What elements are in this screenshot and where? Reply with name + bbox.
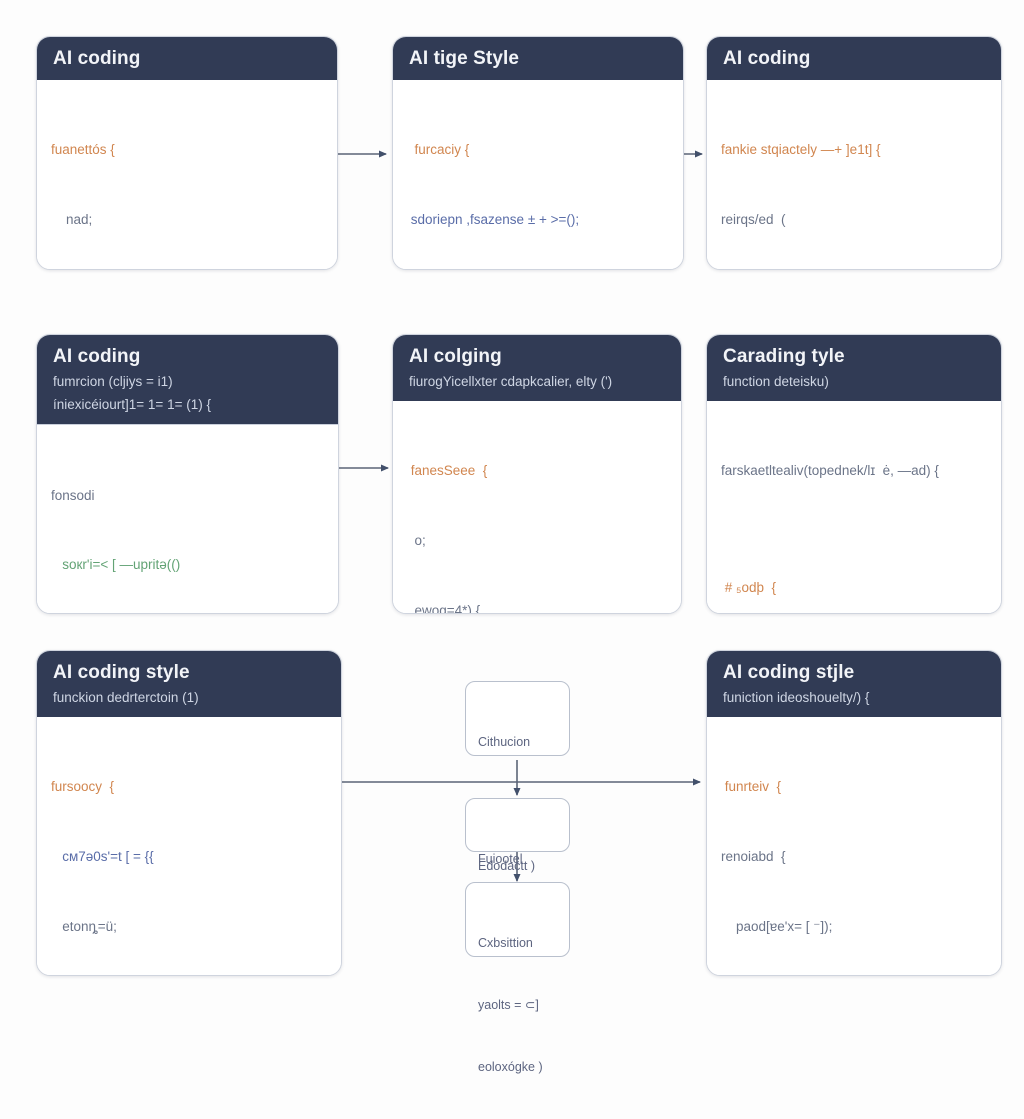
mini-node-line: Edodactt ) <box>478 859 535 873</box>
card-title: AI colging <box>409 346 502 367</box>
card-header: AI coding <box>37 37 337 80</box>
card-r2c3[interactable]: Carading tyle function deteisku) farskae… <box>706 334 1002 614</box>
card-body: furcaciy { sdoriepn ,fsazense ± + >=(); … <box>393 79 683 269</box>
card-body: farskaetltealiv(topednek/lɪ ė, —ad) { # … <box>707 401 1001 613</box>
code-block: fursoocy { cм7ə0s'=t [ = {{ etonȵ=ü; 'ɓ … <box>51 729 327 975</box>
mini-node-line: Fuiootel <box>478 852 523 867</box>
card-r1c2[interactable]: AI tige Style furcaciy { sdoriepn ,fsaze… <box>392 36 684 270</box>
code-line: renoiabd { <box>721 849 786 865</box>
card-r1c3[interactable]: AI coding fankie stqiactely —+ ]e1t] { r… <box>706 36 1002 270</box>
card-r2c2[interactable]: AI colging fiurogYicellxter cdapkcalier,… <box>392 334 682 614</box>
code-block: funrteiv { renoiabd { paod[ɐe'x= [ ⁻]); … <box>721 729 987 975</box>
card-subtitle: function deteisku) <box>723 373 829 389</box>
code-line: furcaciy { <box>407 142 470 158</box>
card-title: Carading tyle <box>723 346 845 367</box>
code-block: fonsodi soкr'i=< [ —upritə(() rtul; ged;… <box>51 437 324 613</box>
card-header: AI coding stjle funiction ideoshouelty/)… <box>707 651 1001 717</box>
code-block: fuanettós { nad; ged; eod; rauovf*= [ =3… <box>51 92 323 269</box>
card-r1c1[interactable]: AI coding fuanettós { nad; ged; eod; rau… <box>36 36 338 270</box>
card-header: AI tige Style <box>393 37 683 80</box>
mini-node-3[interactable]: Cxbsittion yaolts = ⊂] eoloxógke ) <box>465 882 570 1074</box>
card-body: fanesSeee { o; ewog=4*) { in] ehotee =< … <box>393 401 681 614</box>
code-line: fankie stqiactely —+ ]e1t] { <box>721 142 881 158</box>
mini-node-line: Cithucion <box>478 735 531 750</box>
card-subtitle: fiurogYicellxter cdapkcalier, elty (') <box>409 373 613 389</box>
card-title: AI coding <box>53 48 141 69</box>
card-header: Carading tyle function deteisku) <box>707 335 1001 401</box>
card-body: fursoocy { cм7ə0s'=t [ = {{ etonȵ=ü; 'ɓ … <box>37 717 341 975</box>
code-line: fonsodi <box>51 487 95 503</box>
card-body: fankie stqiactely —+ ]e1t] { reirqs/ed (… <box>707 79 1001 269</box>
card-body: fuanettós { nad; ged; eod; rauovf*= [ =3… <box>37 79 337 269</box>
code-line: cм7ə0s'=t [ = {{ <box>51 849 154 865</box>
card-r2c1[interactable]: AI coding fumrcion (cljiys = i1) íniexic… <box>36 334 339 614</box>
code-line: fuanettós { <box>51 142 115 158</box>
card-subtitle: funckion dedrterctoin (1) <box>53 689 199 705</box>
diagram-canvas: AI coding fuanettós { nad; ged; eod; rau… <box>36 36 1002 1074</box>
mini-node-line: yaolts = ⊂] <box>478 998 539 1013</box>
card-title: AI coding style <box>53 662 190 683</box>
code-block: furcaciy { sdoriepn ,fsazense ± + >=(); … <box>407 92 669 269</box>
code-line: etonȵ=ü; <box>51 918 117 934</box>
mini-node-line: Cxbsittion <box>478 936 533 951</box>
code-line: # ₅odþ { <box>721 579 776 595</box>
card-body: fonsodi soкr'i=< [ —upritə(() rtul; ged;… <box>37 424 338 613</box>
card-header: AI colging fiurogYicellxter cdapkcalier,… <box>393 335 681 401</box>
card-subtitle: íniexicéiourt]1= 1= 1= (1) { <box>53 397 211 412</box>
card-title: AI coding stjle <box>723 662 855 683</box>
card-subtitle: fumrcion (cljiys = i1) <box>53 373 173 389</box>
card-header: AI coding fumrcion (cljiys = i1) íniexic… <box>37 335 338 425</box>
code-line: funrteiv { <box>721 779 782 795</box>
code-line: fursoocy { <box>51 779 115 795</box>
code-line: ewog=4*) { <box>407 602 481 614</box>
card-subtitle: funiction ideoshouelty/) { <box>723 689 870 705</box>
code-line: fanesSeee { <box>407 463 488 479</box>
mini-node-1[interactable]: Cithucion supuuckaed 1 Edodactt ) <box>465 681 570 873</box>
card-title: AI coding <box>53 346 141 367</box>
code-line: paod[ɐe'x= [ ⁻]); <box>721 918 833 934</box>
card-body: funrteiv { renoiabd { paod[ɐe'x= [ ⁻]); … <box>707 717 1001 975</box>
code-block: fankie stqiactely —+ ]e1t] { reirqs/ed (… <box>721 92 987 269</box>
card-r3c1[interactable]: AI coding style funckion dedrterctoin (1… <box>36 650 342 976</box>
mini-node-2[interactable]: Fuiootel srihuistect 10 <box>465 798 570 928</box>
code-block: farskaetltealiv(topednek/lɪ ė, —ad) { # … <box>721 413 987 613</box>
code-line: reirqs/ed ( <box>721 211 786 227</box>
code-line: farskaetltealiv(topednek/lɪ ė, —ad) { <box>721 463 939 479</box>
code-line: o; <box>407 533 426 549</box>
code-line: sdoriepn ,fsazense ± + >=(); <box>407 211 580 227</box>
mini-node-line: eoloxógke ) <box>478 1060 543 1074</box>
code-line: soкr'i=< [ —upritə(() <box>51 557 181 573</box>
card-title: AI coding <box>723 48 811 69</box>
card-header: AI coding <box>707 37 1001 80</box>
card-title: AI tige Style <box>409 48 520 69</box>
card-header: AI coding style funckion dedrterctoin (1… <box>37 651 341 717</box>
card-r3c3[interactable]: AI coding stjle funiction ideoshouelty/)… <box>706 650 1002 976</box>
code-block: fanesSeee { o; ewog=4*) { in] ehotee =< … <box>407 413 667 614</box>
code-line: nad; <box>51 211 93 227</box>
